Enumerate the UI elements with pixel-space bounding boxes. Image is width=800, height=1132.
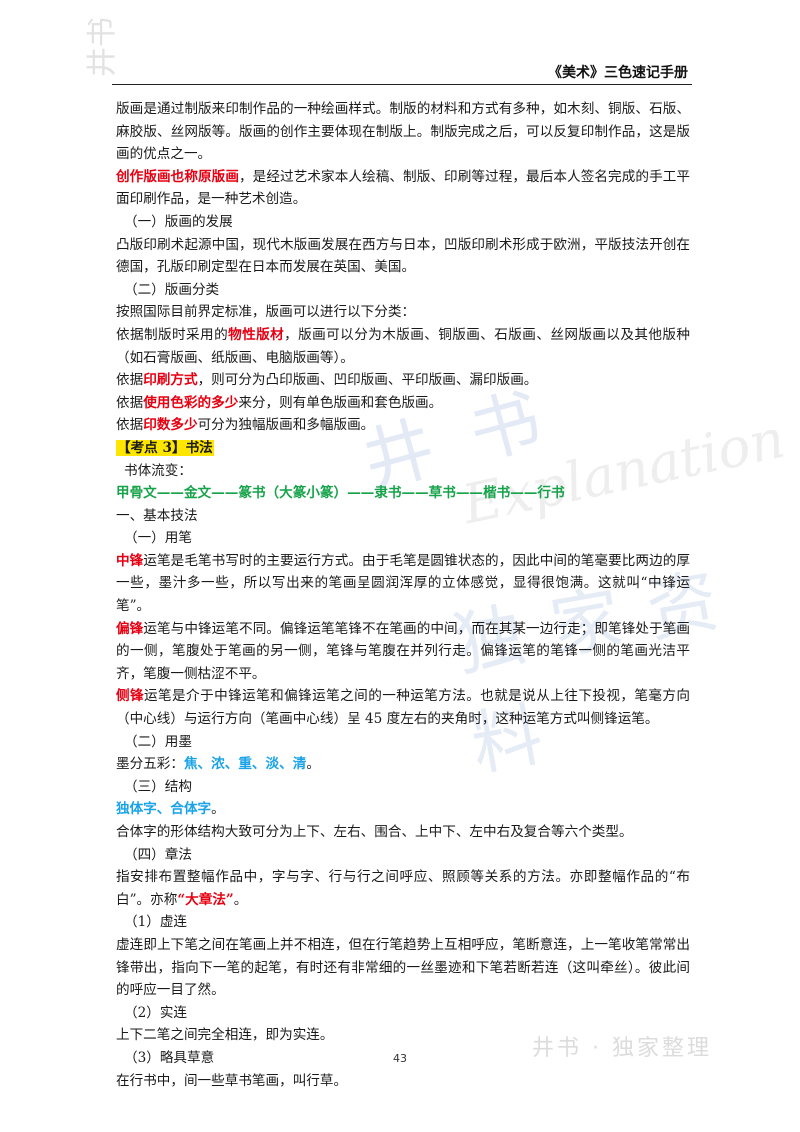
key-term: “大章法” (177, 891, 234, 908)
paragraph: 依据制版时采用的物性版材，版画可以分为木版画、铜版画、石版画、丝网版画以及其他版… (116, 326, 691, 366)
paragraph: 书体流变： (124, 462, 192, 479)
key-term: 侧锋 (116, 688, 145, 705)
key-term: 使用色彩的多少 (143, 394, 239, 411)
section-heading: （三）结构 (124, 778, 192, 795)
paragraph: 虚连即上下笔之间在笔画上并不相连，但在行笔趋势上互相呼应，笔断意连，上一笔收笔常… (116, 936, 690, 999)
header-divider (112, 84, 692, 85)
key-term: 物性版材 (228, 326, 285, 343)
section-heading: （3）略具草意 (124, 1049, 215, 1066)
page-header-title: 《美术》三色速记手册 (548, 65, 688, 81)
paragraph: 依据印刷方式，则可分为凸印版画、凹印版画、平印版画、漏印版画。 (116, 372, 538, 389)
paragraph: 版画是通过制版来印制作品的一种绘画样式。制版的材料和方式有多种，如木刻、铜版、石… (116, 101, 690, 163)
kaodian-heading: 【考点 3】书法 (116, 439, 214, 456)
paragraph: 依据使用色彩的多少来分，则有单色版画和套色版画。 (116, 394, 443, 411)
style-evolution: 甲骨文——金文——篆书（大篆小篆）——隶书——草书——楷书——行书 (116, 485, 565, 502)
paragraph: 上下二笔之间完全相连，即为实连。 (116, 1027, 334, 1044)
section-heading: （一）用笔 (124, 530, 192, 547)
section-heading: 一、基本技法 (116, 507, 198, 524)
paragraph: 中锋运笔是毛笔书写时的主要运行方式。由于毛笔是圆锥状态的，因此中间的笔毫要比两边… (116, 552, 691, 615)
paragraph: 合体字的形体结构大致可分为上下、左右、围合、上中下、左中右及复合等六个类型。 (116, 824, 633, 840)
section-heading: （一）版画的发展 (124, 213, 233, 230)
paragraph: 创作版画也称原版画，是经过艺术家本人绘稿、制版、印刷等过程，最后本人签名完成的手… (116, 168, 690, 208)
section-heading: （二）用墨 (124, 733, 192, 750)
key-term: 焦、浓、重、淡、清 (183, 756, 307, 773)
key-term: 印数多少 (143, 417, 198, 434)
paragraph: 指安排布置整幅作品中，字与字、行与行之间呼应、照顾等关系的方法。亦即整幅作品的“… (116, 869, 690, 908)
paragraph: 在行书中，间一些草书笔画，叫行草。 (116, 1072, 348, 1089)
key-term: 创作版画也称原版画 (116, 168, 240, 185)
paragraph: 墨分五彩：焦、浓、重、淡、清。 (116, 756, 320, 773)
page-number: 43 (393, 1052, 407, 1065)
paragraph: 按照国际目前界定标准，版画可以进行以下分类： (116, 304, 416, 321)
footer-watermark: 井书 · 独家整理 (532, 1036, 712, 1061)
section-heading: （2）实连 (124, 1004, 188, 1021)
key-term: 偏锋 (116, 620, 144, 637)
paragraph: 侧锋运笔是介于中锋运笔和偏锋运笔之间的一种运笔方法。也就是说从上往下投视，笔毫方… (116, 688, 691, 728)
paragraph: 偏锋运笔与中锋运笔不同。偏锋运笔笔锋不在笔画的中间，而在其某一边行走；即笔锋处于… (116, 620, 691, 682)
document-body: 版画是通过制版来印制作品的一种绘画样式。制版的材料和方式有多种，如木刻、铜版、石… (116, 98, 690, 1092)
paragraph: 凸版印刷术起源中国，现代木版画发展在西方与日本，凹版印刷术形成于欧洲，平版技法开… (116, 236, 690, 276)
paragraph: 独体字、合体字。 (116, 801, 225, 818)
section-heading: （1）虚连 (124, 914, 188, 931)
key-term: 中锋 (116, 552, 144, 569)
key-term: 独体字、合体字 (116, 801, 212, 818)
paragraph: 依据印数多少可分为独幅版画和多幅版画。 (116, 417, 375, 434)
section-heading: （四）章法 (124, 846, 192, 863)
section-heading: （二）版画分类 (124, 281, 220, 298)
key-term: 印刷方式 (143, 372, 198, 389)
